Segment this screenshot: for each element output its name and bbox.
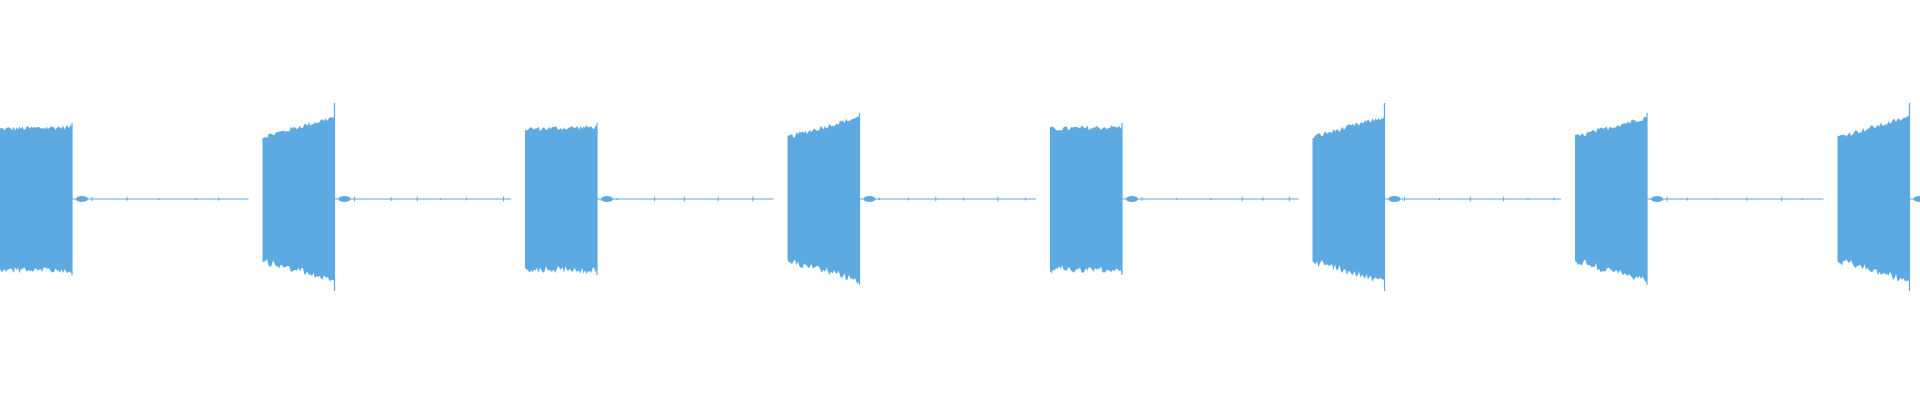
- waveform-burst-4: [787, 116, 860, 284]
- waveform-burst-5: [1050, 123, 1122, 275]
- waveform-burst-6: [1312, 100, 1385, 282]
- waveform-burst-7: [1575, 116, 1647, 283]
- waveform-burst-3: [525, 124, 597, 274]
- waveform-burst-2: [262, 102, 335, 282]
- waveform-burst-8: [1837, 103, 1910, 282]
- waveform-burst-group: [0, 100, 1911, 291]
- waveform-silence-group: [72, 196, 1920, 202]
- waveform-burst-1: [0, 124, 72, 274]
